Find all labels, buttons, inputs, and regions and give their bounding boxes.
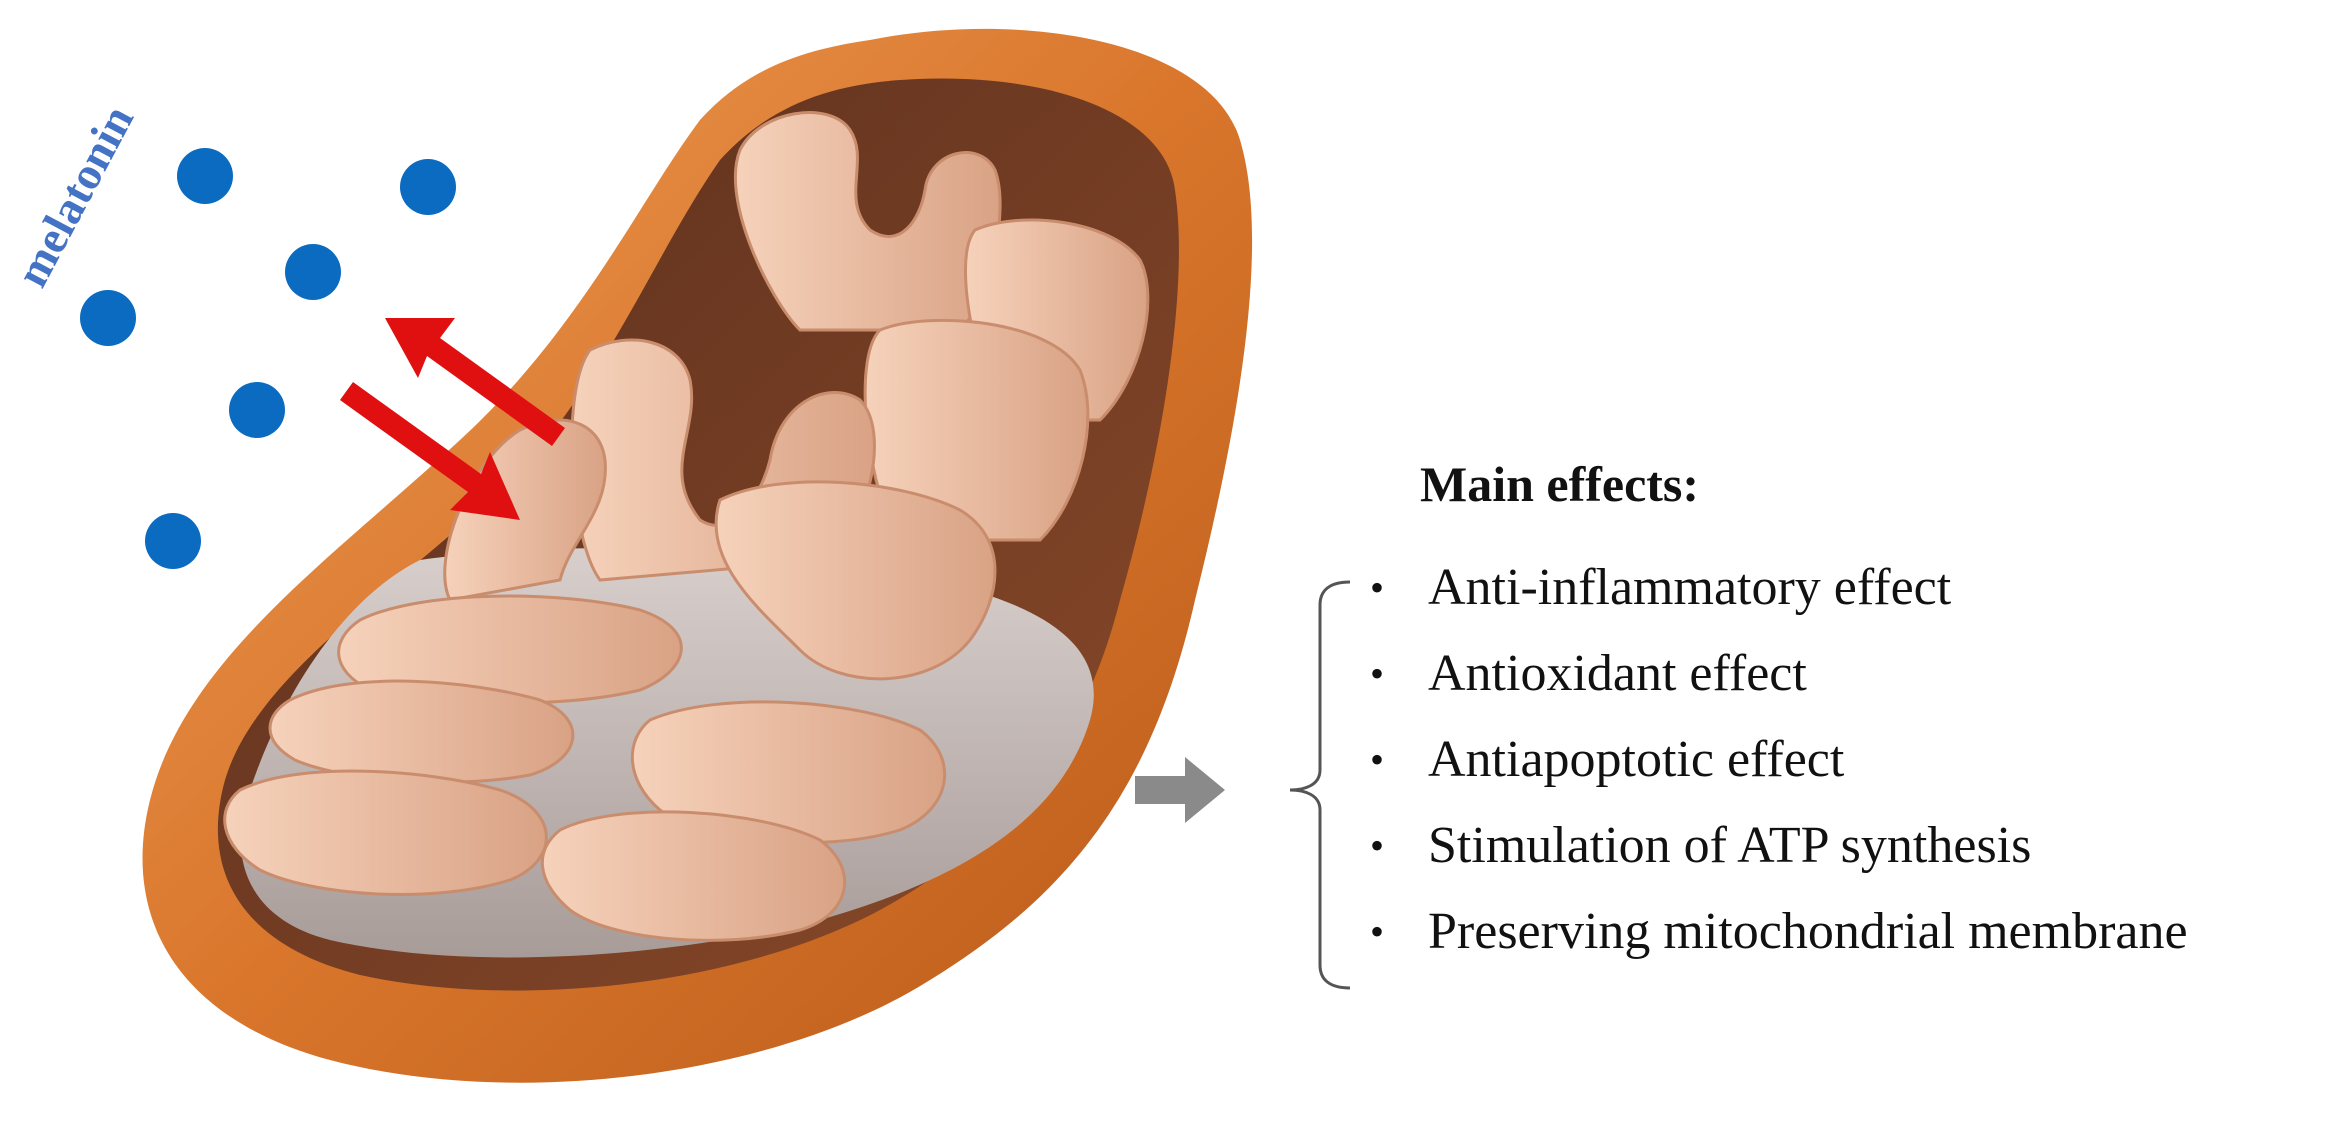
cristae [223, 111, 1150, 942]
arrow-in [340, 382, 520, 520]
melatonin-molecules [80, 148, 456, 569]
crista [630, 700, 947, 845]
crista [714, 480, 997, 681]
bullet-icon: • [1370, 565, 1385, 610]
bullet-icon: • [1370, 737, 1385, 782]
crista [540, 810, 847, 942]
melatonin-dot [285, 244, 341, 300]
list-item: • Preserving mitochondrial membrane [1370, 889, 2188, 975]
melatonin-dot [80, 290, 136, 346]
red-double-arrow-icon [340, 318, 565, 520]
effect-label: Antiapoptotic effect [1428, 731, 1845, 788]
curly-brace-icon [1289, 580, 1351, 990]
melatonin-label: melatonin [6, 97, 143, 295]
list-item: • Antiapoptotic effect [1370, 717, 2188, 803]
effect-label: Stimulation of ATP synthesis [1428, 817, 2032, 874]
melatonin-dot [177, 148, 233, 204]
effects-title: Main effects: [1420, 456, 1700, 512]
bullet-icon: • [1370, 823, 1385, 868]
mitochondrion [142, 28, 1253, 1083]
melatonin-dot [400, 159, 456, 215]
bullet-icon: • [1370, 909, 1385, 954]
effect-label: Anti-inflammatory effect [1428, 559, 1952, 616]
crista [734, 111, 1002, 332]
bullet-icon: • [1370, 651, 1385, 696]
list-item: • Antioxidant effect [1370, 631, 2188, 717]
list-item: • Stimulation of ATP synthesis [1370, 803, 2188, 889]
melatonin-dot [145, 513, 201, 569]
melatonin-dot [229, 382, 285, 438]
arrow-out [385, 318, 565, 446]
effect-label: Antioxidant effect [1428, 645, 1807, 702]
crista [223, 769, 548, 896]
list-item: • Anti-inflammatory effect [1370, 545, 2188, 631]
grey-right-arrow-icon [1135, 757, 1225, 823]
crista [268, 679, 575, 784]
effects-list: • Anti-inflammatory effect • Antioxidant e… [1370, 545, 2188, 975]
effect-label: Preserving mitochondrial membrane [1428, 903, 2188, 960]
